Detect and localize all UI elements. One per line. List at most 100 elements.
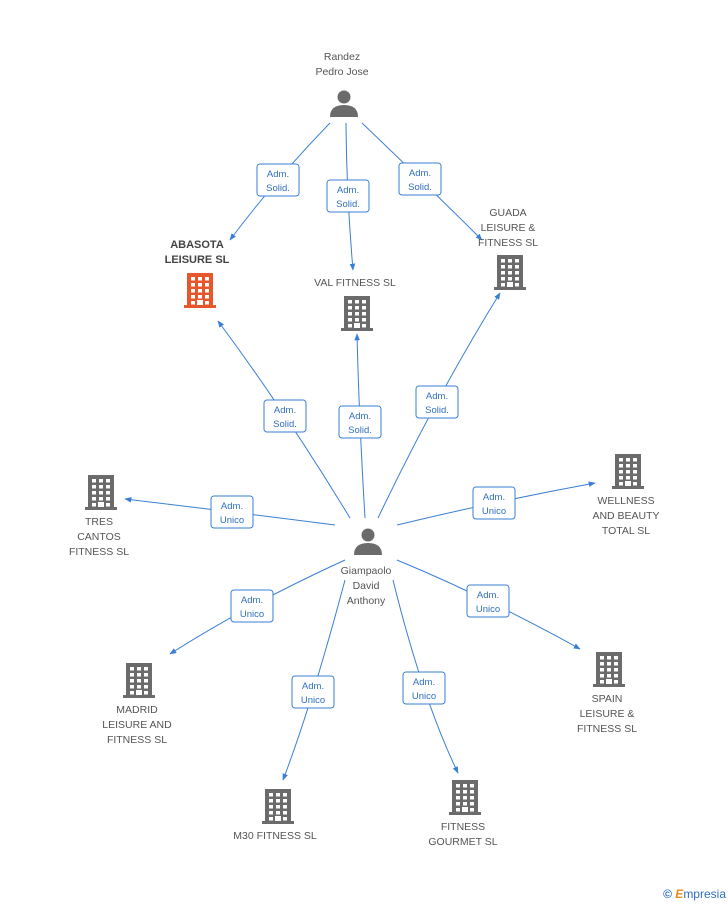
node-label-line: FITNESS SL — [577, 723, 637, 735]
building-icon — [262, 789, 294, 824]
building-icon — [449, 780, 481, 815]
edge-label[interactable]: Adm. Unico — [472, 486, 516, 520]
edge-label[interactable]: Adm. Unico — [230, 589, 274, 623]
building-icon — [612, 454, 644, 489]
node-label-line: GOURMET SL — [428, 836, 497, 848]
edge-label-text: Solid. — [408, 182, 432, 193]
edge-label-text: Adm. — [302, 681, 324, 692]
company-node-m30[interactable]: M30 FITNESS SL — [233, 789, 317, 842]
edge-label-text: Adm. — [274, 405, 296, 416]
edge-label[interactable]: Adm. Unico — [466, 584, 510, 618]
node-label-line: LEISURE & — [481, 222, 536, 234]
edge-label-text: Solid. — [273, 419, 297, 430]
edge-label-text: Adm. — [409, 168, 431, 179]
building-icon — [184, 273, 216, 308]
edge-label-text: Adm. — [221, 501, 243, 512]
node-label-line: Giampaolo — [341, 565, 392, 577]
edge-label-text: Unico — [301, 695, 325, 706]
edge-label[interactable]: Adm. Unico — [291, 675, 335, 709]
edge-label-text: Solid. — [336, 199, 360, 210]
edge-label-text: Adm. — [349, 411, 371, 422]
node-label-line: GUADA — [489, 207, 526, 219]
edge-label-box — [472, 486, 516, 520]
edge-label-text: Unico — [412, 691, 436, 702]
node-label-line: ABASOTA — [170, 239, 224, 251]
building-icon — [123, 663, 155, 698]
edge-label-box — [415, 385, 459, 419]
edge-label-box — [263, 399, 307, 433]
edge-label[interactable]: Adm. Solid. — [256, 163, 300, 197]
node-label-line: FITNESS SL — [69, 546, 129, 558]
edge-label-box — [256, 163, 300, 197]
edge-label[interactable]: Adm. Solid. — [415, 385, 459, 419]
building-icon — [494, 255, 526, 290]
building-icon — [85, 475, 117, 510]
node-label-line: MADRID — [116, 704, 158, 716]
edge-label-box — [398, 162, 442, 196]
brand-name: mpresia — [683, 887, 726, 901]
edge-label-text: Adm. — [241, 595, 263, 606]
edge-label-box — [291, 675, 335, 709]
edge-label-text: Adm. — [413, 677, 435, 688]
edge-label-text: Adm. — [337, 185, 359, 196]
node-label-line: LEISURE AND — [102, 719, 172, 731]
node-label-line: AND BEAUTY — [592, 510, 659, 522]
edge-label[interactable]: Adm. Unico — [210, 495, 254, 529]
node-label-line: LEISURE & — [580, 708, 635, 720]
person-icon — [354, 528, 382, 555]
node-label-line: CANTOS — [77, 531, 121, 543]
edge-label[interactable]: Adm. Unico — [402, 671, 446, 705]
edge-label-text: Solid. — [266, 183, 290, 194]
node-label-line: Pedro Jose — [315, 66, 368, 78]
edge-label-text: Solid. — [425, 405, 449, 416]
edge-labels-layer: Adm. Solid. Adm. Solid. Adm. Solid. Adm. Solid.… — [210, 162, 516, 709]
edge-label-text: Adm. — [426, 391, 448, 402]
empresia-watermark[interactable]: © Empresia — [663, 887, 726, 901]
edge-label[interactable]: Adm. Solid. — [326, 179, 370, 213]
edge-label-text: Unico — [476, 604, 500, 615]
node-label-line: VAL FITNESS SL — [314, 277, 396, 289]
edge-label[interactable]: Adm. Solid. — [263, 399, 307, 433]
edge-label[interactable]: Adm. Solid. — [338, 405, 382, 439]
company-node-madrid[interactable]: MADRID LEISURE AND FITNESS SL — [102, 663, 172, 746]
company-node-abasota[interactable]: ABASOTA LEISURE SL — [165, 239, 230, 308]
company-node-tres[interactable]: TRES CANTOS FITNESS SL — [69, 475, 129, 558]
edge-label-box — [230, 589, 274, 623]
node-label-line: FITNESS — [441, 821, 485, 833]
node-label-line: FITNESS SL — [478, 237, 538, 249]
node-label-line: Randez — [324, 51, 360, 63]
building-icon — [341, 296, 373, 331]
company-node-fitgourmet[interactable]: FITNESS GOURMET SL — [428, 780, 498, 848]
node-label-line: TOTAL SL — [602, 525, 650, 537]
edge-label-text: Adm. — [267, 169, 289, 180]
edge-label-box — [402, 671, 446, 705]
edge-label-text: Solid. — [348, 425, 372, 436]
person-icon — [330, 90, 358, 117]
company-node-guada[interactable]: GUADA LEISURE & FITNESS SL — [478, 207, 538, 290]
edge-label-text: Adm. — [477, 590, 499, 601]
edge-label[interactable]: Adm. Solid. — [398, 162, 442, 196]
copyright-symbol: © — [663, 887, 672, 901]
edge-label-text: Unico — [220, 515, 244, 526]
building-icon — [593, 652, 625, 687]
node-label-line: FITNESS SL — [107, 734, 167, 746]
brand-initial: E — [675, 887, 684, 901]
edge-label-text: Unico — [482, 506, 506, 517]
node-label-line: M30 FITNESS SL — [233, 830, 317, 842]
node-label-line: David — [353, 580, 380, 592]
company-node-val[interactable]: VAL FITNESS SL — [314, 277, 396, 331]
edge-label-text: Unico — [240, 609, 264, 620]
edge-label-text: Adm. — [483, 492, 505, 503]
edge-label-box — [210, 495, 254, 529]
node-label-line: TRES — [85, 516, 113, 528]
node-label-line: WELLNESS — [597, 495, 654, 507]
edge-label-box — [326, 179, 370, 213]
edge-label-box — [338, 405, 382, 439]
company-node-wellness[interactable]: WELLNESS AND BEAUTY TOTAL SL — [592, 454, 660, 537]
node-label-line: LEISURE SL — [165, 254, 230, 266]
